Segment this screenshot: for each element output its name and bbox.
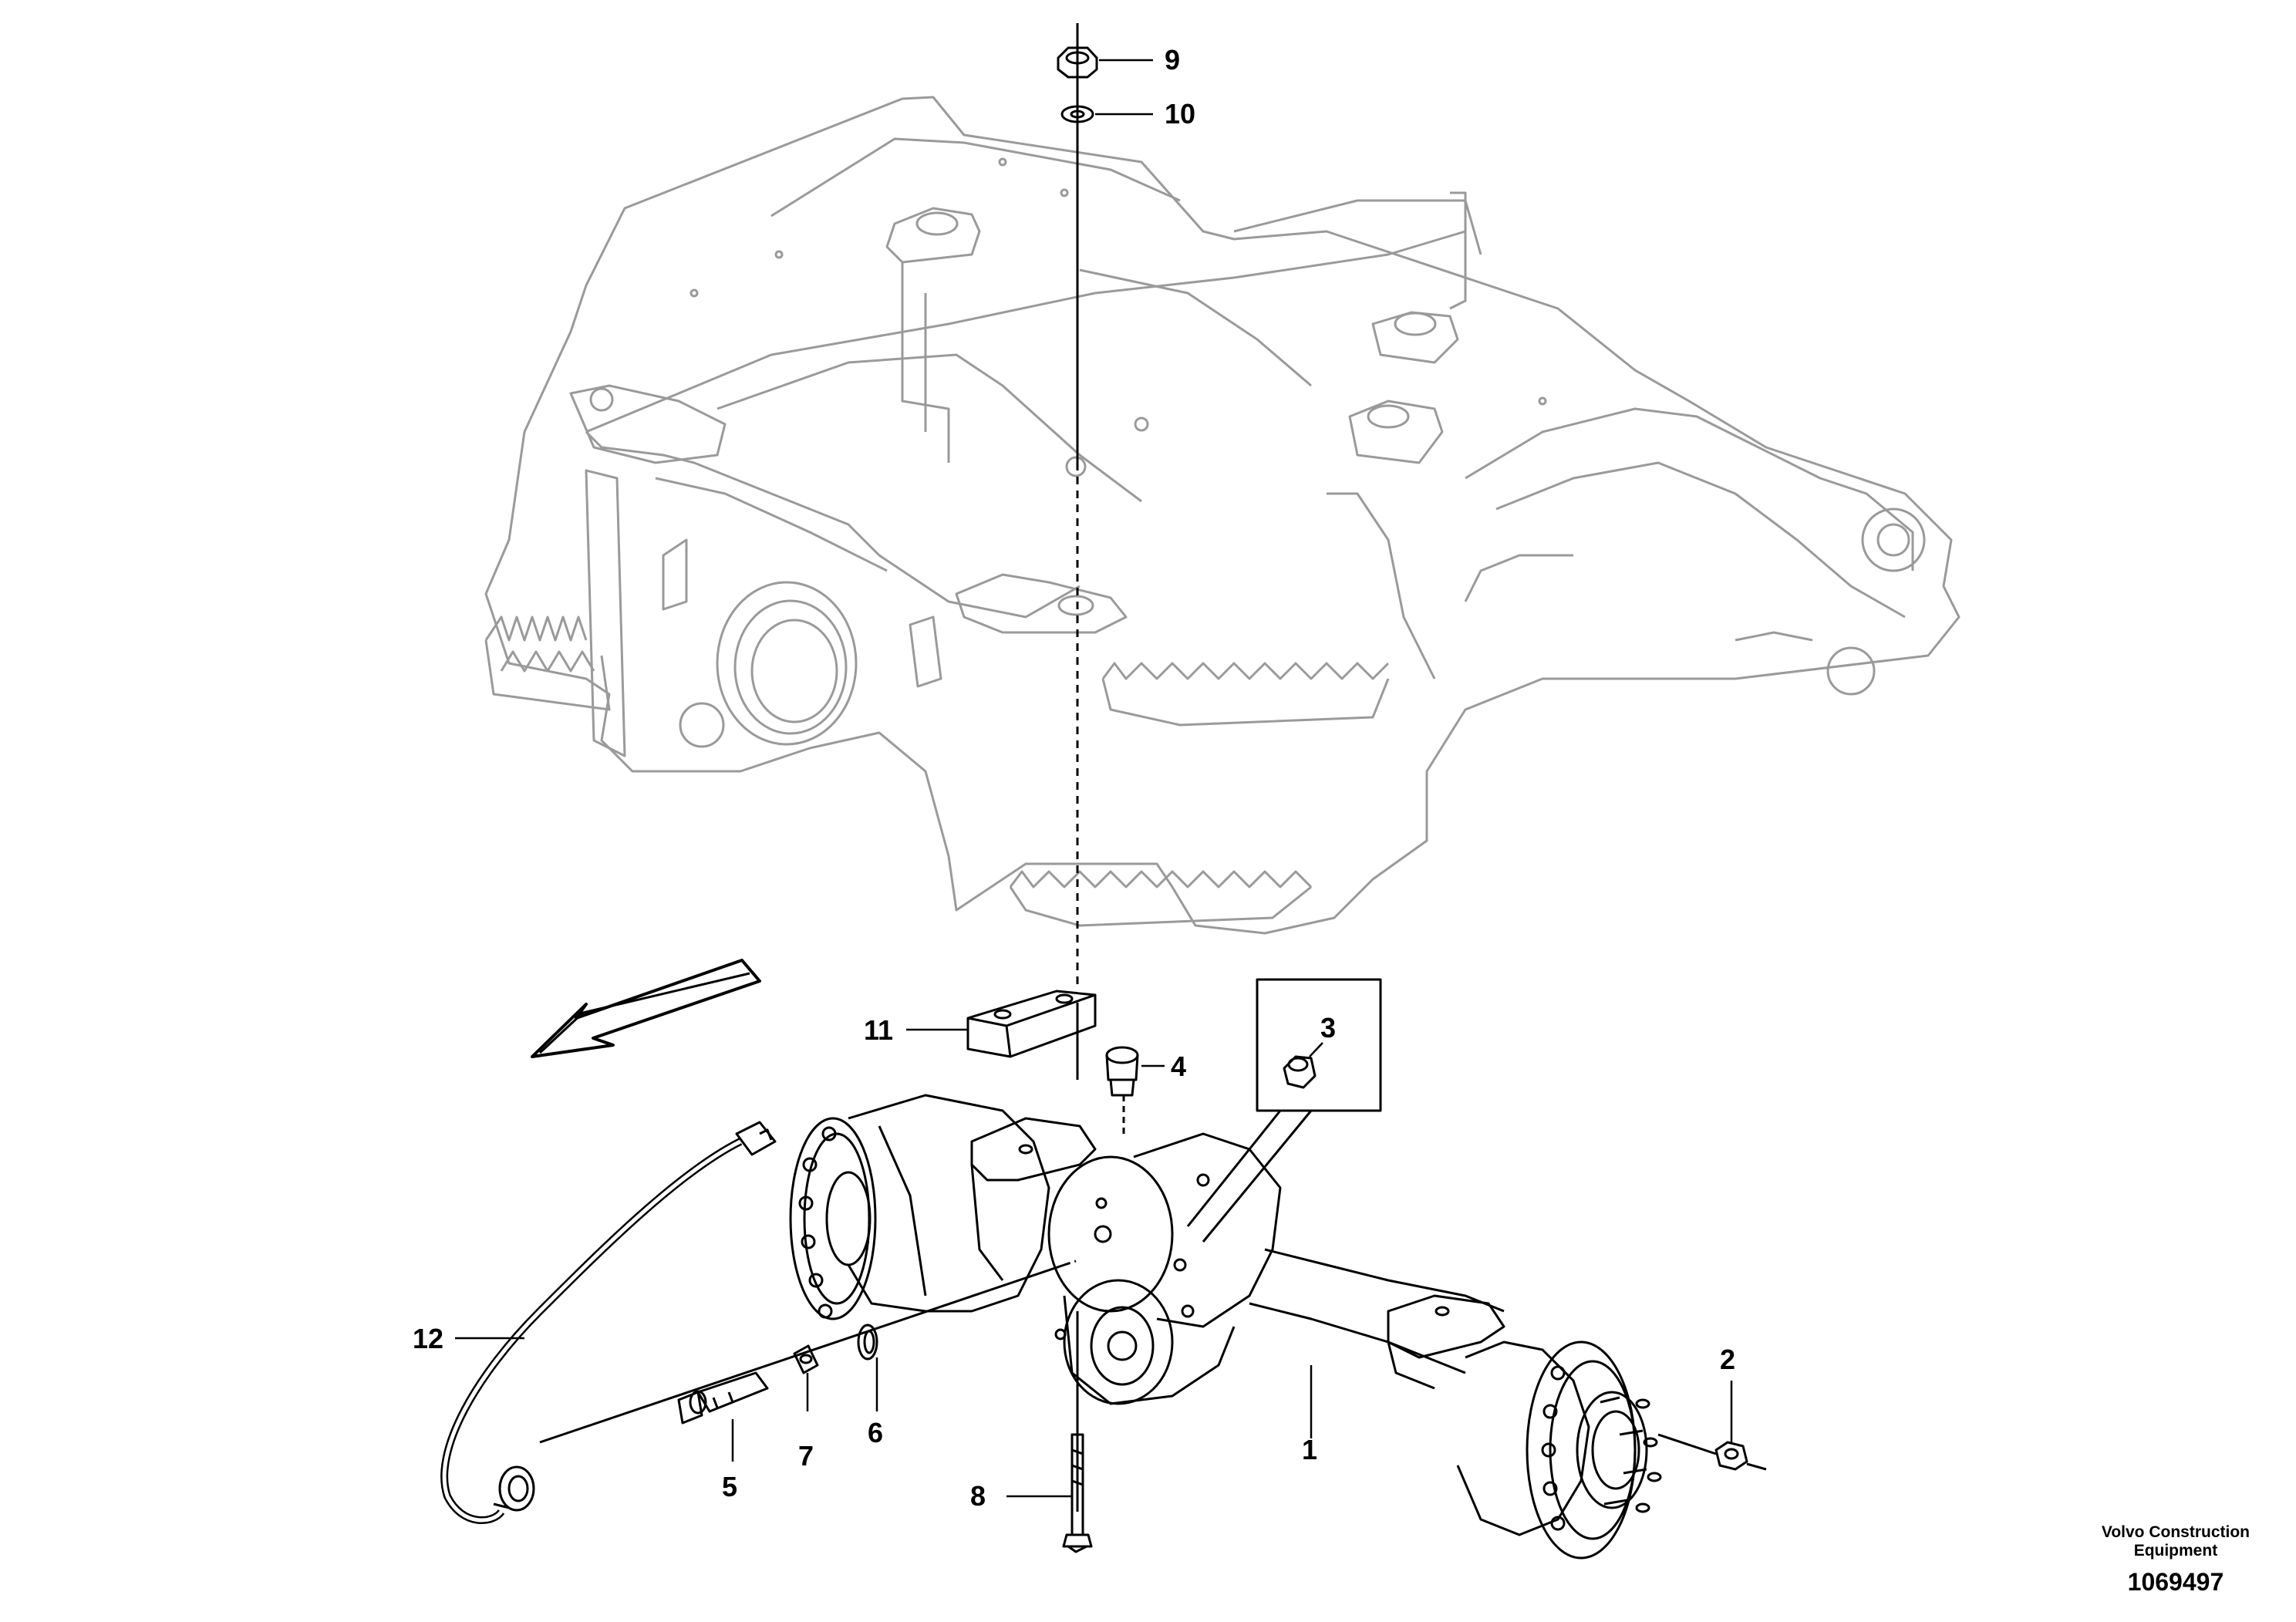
callout-4: 4 <box>1171 1050 1187 1082</box>
machine-frame <box>484 96 1961 935</box>
part-10-washer <box>1060 105 1094 123</box>
company-name-line1: Volvo Construction <box>2101 1523 2250 1541</box>
callout-11: 11 <box>864 1014 894 1046</box>
part-12-cable <box>440 1121 777 1524</box>
drawing-number: 1069497 <box>2127 1568 2224 1597</box>
parts <box>440 23 1767 1560</box>
callout-8: 8 <box>970 1480 986 1512</box>
company-name-line2: Equipment <box>2133 1542 2218 1560</box>
part-4-plug <box>1105 1046 1139 1097</box>
callout-7: 7 <box>798 1440 814 1472</box>
callout-12: 12 <box>413 1323 444 1354</box>
direction-arrow <box>531 959 761 1058</box>
callout-6: 6 <box>868 1417 884 1448</box>
part-3-detail-box <box>1186 978 1382 1243</box>
part-8-bolt <box>1062 1433 1093 1553</box>
callout-3: 3 <box>1320 1012 1337 1044</box>
callout-5: 5 <box>722 1471 738 1502</box>
part-11-plate <box>966 990 1097 1058</box>
footer-block: Volvo Construction Equipment 1069497 <box>2102 1523 2250 1597</box>
callout-10: 10 <box>1165 98 1196 130</box>
part-7-spacer <box>793 1344 819 1374</box>
part-5-sensor <box>677 1371 769 1425</box>
leader-lines <box>455 59 1733 1498</box>
callout-1: 1 <box>1302 1434 1318 1465</box>
part-9-nut <box>1057 46 1098 79</box>
part-6-o-ring <box>857 1324 878 1361</box>
part-2-nut <box>1714 1441 1748 1471</box>
callout-9: 9 <box>1165 44 1181 76</box>
sensor-assembly-line <box>539 1263 1065 1444</box>
callout-2: 2 <box>1720 1344 1736 1375</box>
part-1-axle <box>789 1094 1662 1560</box>
